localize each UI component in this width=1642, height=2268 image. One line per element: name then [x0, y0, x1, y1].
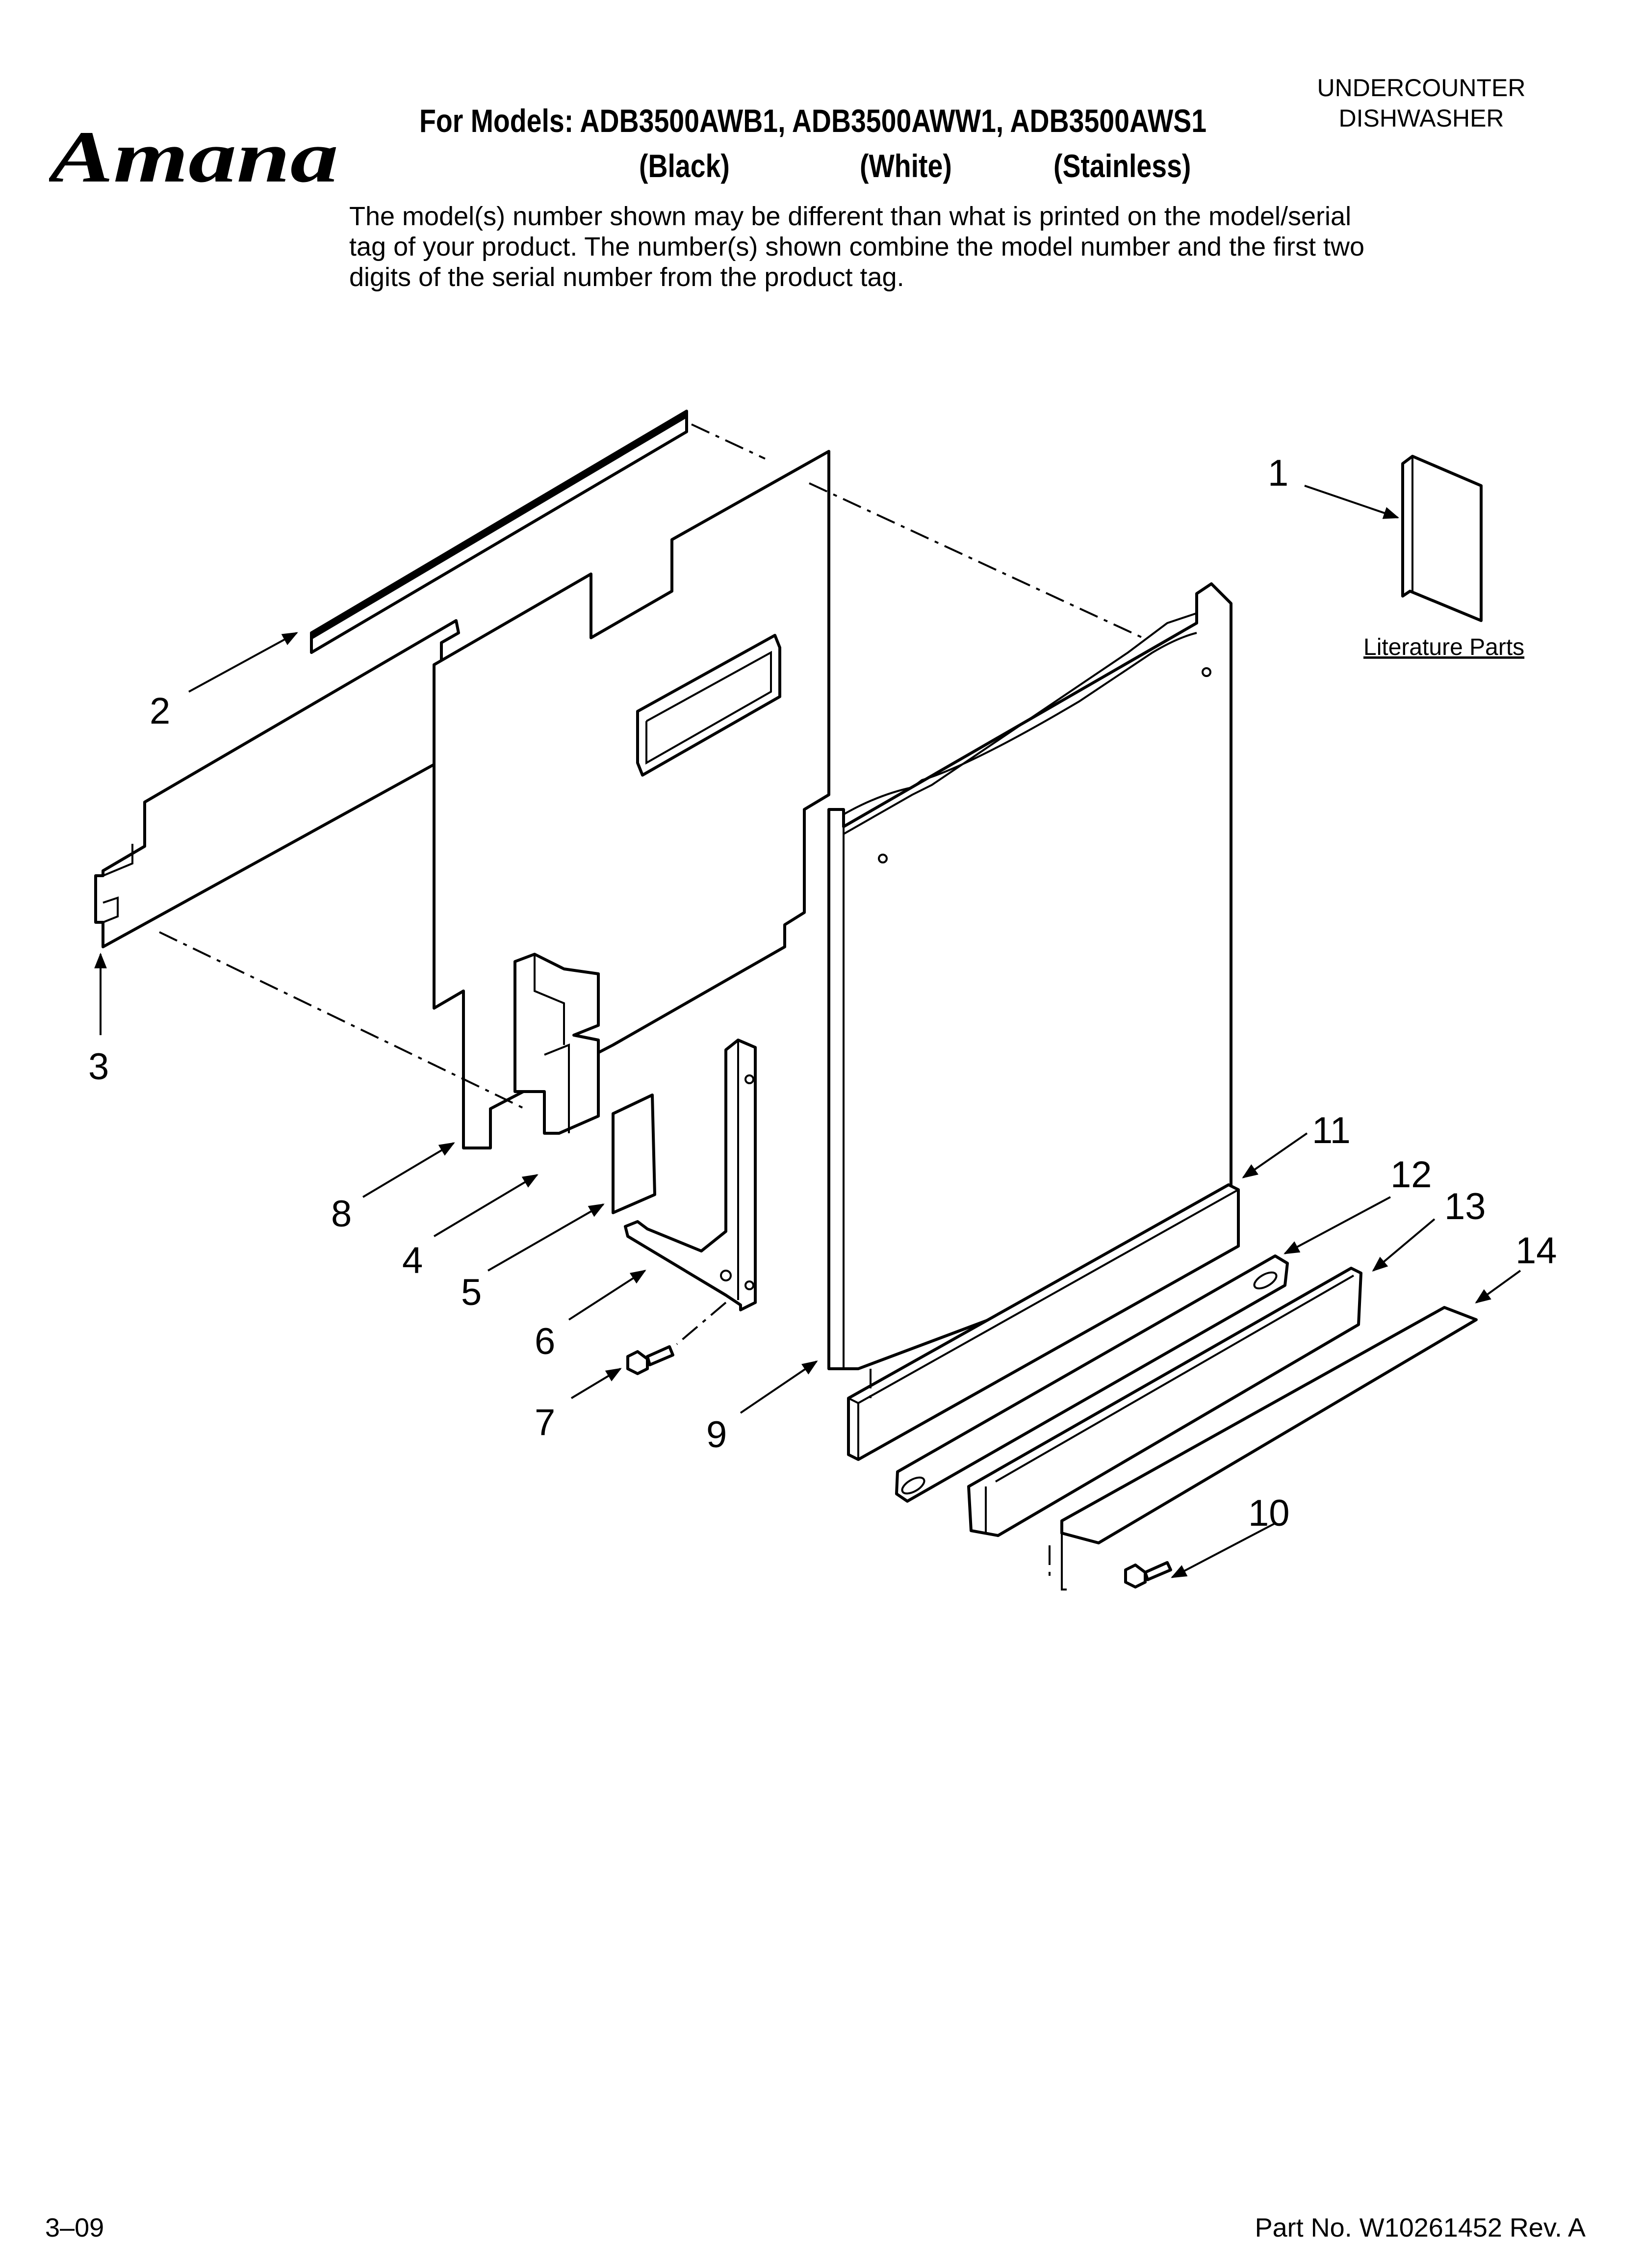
- part-10-screw: [1124, 1561, 1172, 1589]
- part-8-inner-panel: [433, 450, 830, 1149]
- callout-2: 2: [150, 690, 170, 732]
- part-2-top-strip: [310, 410, 688, 654]
- part-6-hinge-bracket: [624, 1039, 757, 1311]
- part-9-door-panel: [827, 582, 1232, 1370]
- model-disclaimer: The model(s) number shown may be differe…: [349, 202, 1365, 292]
- callout-4: 4: [402, 1240, 423, 1281]
- callout-8: 8: [331, 1193, 352, 1235]
- part-14-kick-plate: [1060, 1306, 1478, 1590]
- callout-13: 13: [1444, 1186, 1486, 1227]
- callout-3: 3: [88, 1046, 109, 1088]
- callout-10: 10: [1248, 1492, 1290, 1534]
- part-11-toe-panel: [847, 1183, 1240, 1461]
- alignment-lines: [159, 423, 1143, 1580]
- callout-11: 11: [1312, 1110, 1351, 1151]
- part-5-pad: [612, 1094, 656, 1214]
- color-white: (White): [860, 148, 952, 184]
- callout-1: 1: [1268, 452, 1288, 494]
- callout-6: 6: [535, 1321, 555, 1362]
- callout-9: 9: [706, 1414, 727, 1456]
- part-4-vent-bracket: [513, 953, 600, 1135]
- literature-parts-label: Literature Parts: [1363, 634, 1524, 660]
- part-3-side-panel: [94, 619, 460, 948]
- callout-14: 14: [1515, 1230, 1557, 1272]
- footer-date: 3–09: [45, 2213, 104, 2242]
- part-12-gasket: [895, 1254, 1289, 1503]
- part-13-channel: [967, 1267, 1362, 1537]
- product-type-line2: DISHWASHER: [1338, 104, 1504, 132]
- leader-arrows: [94, 485, 1521, 1578]
- callout-5: 5: [461, 1272, 482, 1313]
- part-7-screw: [626, 1345, 674, 1375]
- part-1-literature: [1401, 455, 1483, 622]
- color-stainless: (Stainless): [1053, 148, 1191, 184]
- product-type: UNDERCOUNTER DISHWASHER: [1250, 73, 1593, 133]
- color-black: (Black): [639, 148, 730, 184]
- callout-7: 7: [535, 1402, 555, 1443]
- product-type-line1: UNDERCOUNTER: [1317, 74, 1526, 102]
- callout-12: 12: [1390, 1154, 1432, 1196]
- logo-wordmark: Amana: [49, 116, 338, 198]
- models-title: For Models: ADB3500AWB1, ADB3500AWW1, AD…: [419, 103, 1207, 139]
- amana-logo: Amana: [49, 116, 338, 198]
- footer-part-number: Part No. W10261452 Rev. A: [1255, 2213, 1586, 2242]
- callout-numbers: 1 2 3 4 5 6 7 8 9 10 11 12 13 14: [88, 452, 1557, 1534]
